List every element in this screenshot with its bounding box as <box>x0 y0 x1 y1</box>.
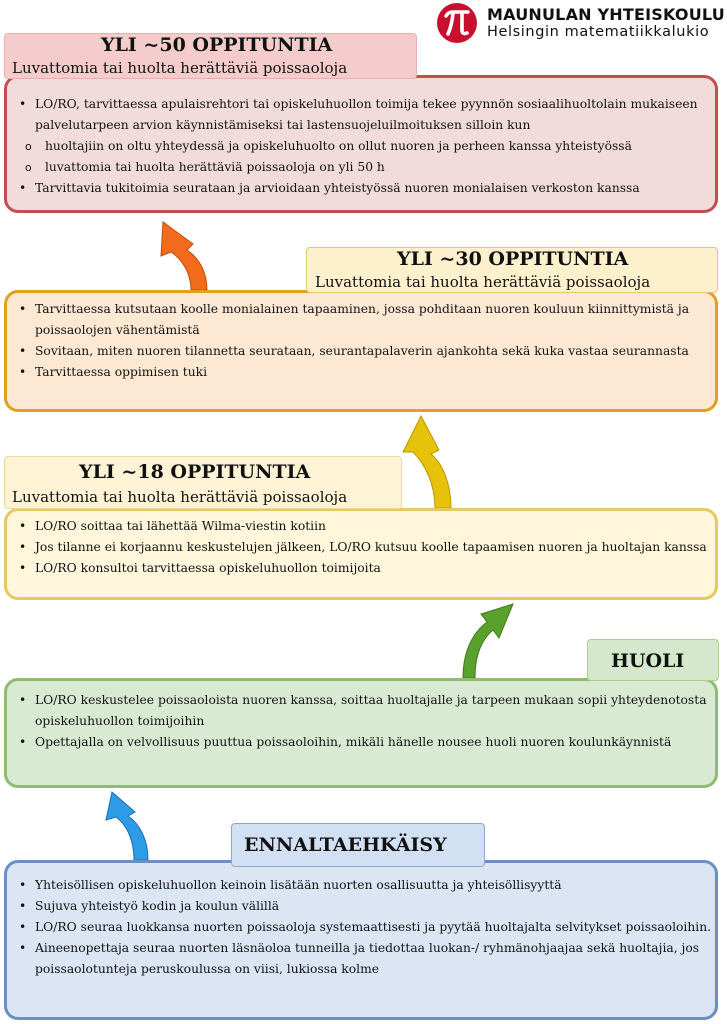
level-50-title: YLI ~50 OPPITUNTIA <box>101 34 333 56</box>
level-50-sublist: huoltajiin on oltu yhteydessä ja opiskel… <box>7 136 715 178</box>
level-50-box: LO/RO, tarvittaessa apulaisrehtori tai o… <box>4 75 718 213</box>
level-18-header: YLI ~18 OPPITUNTIA Luvattomia tai huolta… <box>4 456 402 509</box>
level-18-title: YLI ~18 OPPITUNTIA <box>79 461 311 483</box>
level-18-subtitle: Luvattomia tai huolta herättäviä poissao… <box>12 488 348 506</box>
level-30-header: YLI ~30 OPPITUNTIA Luvattomia tai huolta… <box>306 247 718 293</box>
list-item: luvattomia tai huolta herättäviä poissao… <box>25 157 715 178</box>
list-item: Opettajalla on velvollisuus puuttua pois… <box>19 732 715 753</box>
school-subtitle: Helsingin matematiikkalukio <box>487 24 710 40</box>
arrow-yellow-icon <box>402 414 452 508</box>
list-item: LO/RO, tarvittaessa apulaisrehtori tai o… <box>19 94 715 136</box>
level-30-list: Tarvittaessa kutsutaan koolle monialaine… <box>7 299 715 383</box>
ennaltaehkaisy-box: Yhteisöllisen opiskeluhuollon keinoin li… <box>4 860 718 1020</box>
list-item: LO/RO soittaa tai lähettää Wilma-viestin… <box>19 516 715 537</box>
list-item: Tarvittaessa kutsutaan koolle monialaine… <box>19 299 715 341</box>
level-18-list: LO/RO soittaa tai lähettää Wilma-viestin… <box>7 516 715 579</box>
level-50-list-2: Tarvittavia tukitoimia seurataan ja arvi… <box>7 178 715 199</box>
level-30-box: Tarvittaessa kutsutaan koolle monialaine… <box>4 290 718 412</box>
huoli-title: HUOLI <box>611 650 685 672</box>
level-50-header: YLI ~50 OPPITUNTIA Luvattomia tai huolta… <box>4 33 417 79</box>
ennaltaehkaisy-list: Yhteisöllisen opiskeluhuollon keinoin li… <box>7 875 715 980</box>
level-50-list: LO/RO, tarvittaessa apulaisrehtori tai o… <box>7 94 715 136</box>
pi-logo-icon <box>437 3 477 43</box>
arrow-green-icon <box>462 603 514 678</box>
ennaltaehkaisy-header: ENNALTAEHKÄISY <box>231 823 485 867</box>
arrow-orange-icon <box>160 221 208 290</box>
ennaltaehkaisy-title: ENNALTAEHKÄISY <box>244 834 447 856</box>
list-item: Yhteisöllisen opiskeluhuollon keinoin li… <box>19 875 715 896</box>
level-50-subtitle: Luvattomia tai huolta herättäviä poissao… <box>12 59 348 77</box>
arrow-blue-icon <box>105 791 149 860</box>
huoli-header: HUOLI <box>587 639 719 681</box>
list-item: LO/RO keskustelee poissaoloista nuoren k… <box>19 690 715 732</box>
level-18-box: LO/RO soittaa tai lähettää Wilma-viestin… <box>4 508 718 600</box>
list-item: Tarvittavia tukitoimia seurataan ja arvi… <box>19 178 715 199</box>
huoli-box: LO/RO keskustelee poissaoloista nuoren k… <box>4 678 718 788</box>
level-30-title: YLI ~30 OPPITUNTIA <box>397 248 629 270</box>
list-item: Aineenopettaja seuraa nuorten läsnäoloa … <box>19 938 715 980</box>
list-item: Sujuva yhteistyö kodin ja koulun välillä <box>19 896 715 917</box>
huoli-list: LO/RO keskustelee poissaoloista nuoren k… <box>7 690 715 753</box>
list-item: Tarvittaessa oppimisen tuki <box>19 362 715 383</box>
list-item: huoltajiin on oltu yhteydessä ja opiskel… <box>25 136 715 157</box>
school-name: MAUNULAN YHTEISKOULU <box>487 5 725 24</box>
level-30-subtitle: Luvattomia tai huolta herättäviä poissao… <box>315 273 651 291</box>
school-logo: MAUNULAN YHTEISKOULU Helsingin matematii… <box>437 3 727 47</box>
list-item: LO/RO konsultoi tarvittaessa opiskeluhuo… <box>19 558 715 579</box>
list-item: LO/RO seuraa luokkansa nuorten poissaolo… <box>19 917 715 938</box>
list-item: Sovitaan, miten nuoren tilannetta seurat… <box>19 341 715 362</box>
list-item: Jos tilanne ei korjaannu keskustelujen j… <box>19 537 715 558</box>
